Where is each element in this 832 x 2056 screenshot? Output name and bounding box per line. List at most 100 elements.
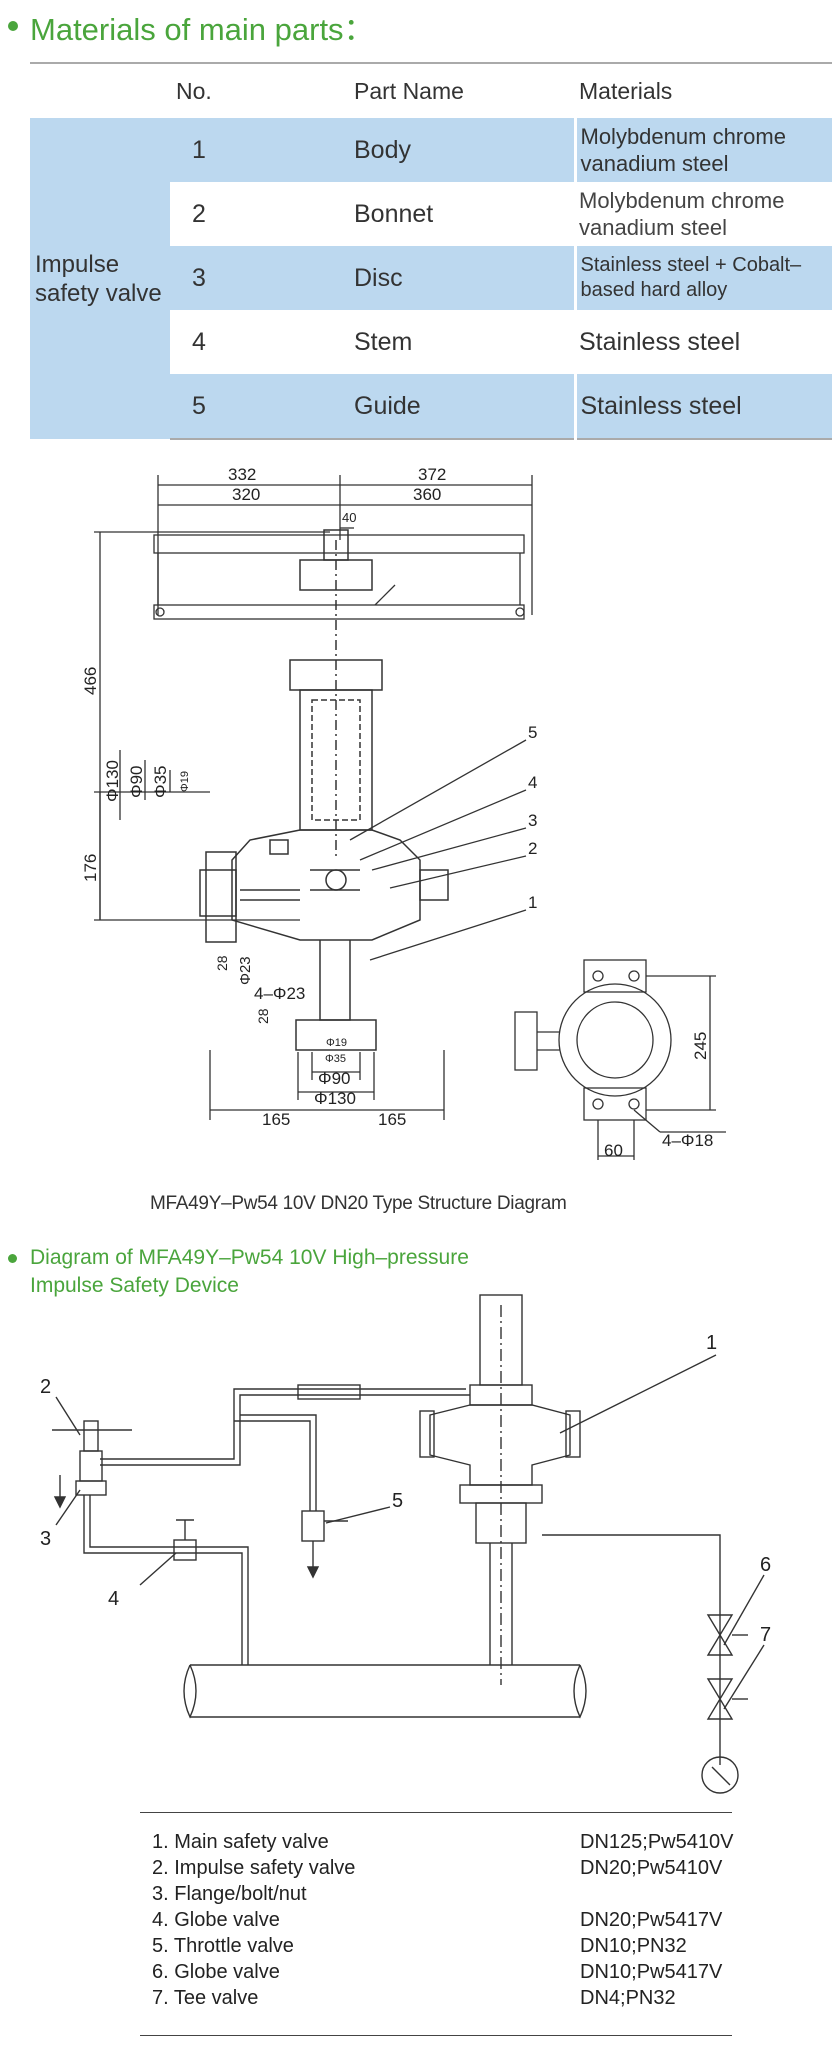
dim-60: 60 [604,1141,623,1160]
dim-phi130: Φ130 [103,760,122,802]
dim-phi90: Φ90 [127,766,146,798]
header-no: No. [176,77,212,104]
schematic-label-6: 6 [760,1554,771,1576]
flange-view: 245 60 4–Φ18 [514,959,726,1160]
valve-body [199,529,449,1051]
dim-bphi19: Φ19 [326,1037,347,1049]
cell-material: Molybdenum chrome vanadium steel [575,182,832,246]
leader-3: 3 [528,811,537,830]
cell-no: 1 [170,118,350,182]
schematic-leaders: 1 2 3 4 5 6 7 [40,1332,771,1710]
drawing-caption: MFA49Y–Pw54 10V DN20 Type Structure Diag… [150,1193,567,1214]
legend-row: 2. Impulse safety valve DN20;Pw5410V [152,1857,732,1883]
cell-part-name: Bonnet [350,182,575,246]
legend-row: 6. Globe valve DN10;Pw5417V [152,1961,732,1987]
device-legend: 1. Main safety valve DN125;Pw5410V 2. Im… [140,1812,734,2036]
section-heading-diagram: Diagram of MFA49Y–Pw54 10V High–pressure… [4,1244,469,1300]
legend-row: 5. Throttle valve DN10;PN32 [152,1935,732,1961]
cell-no: 5 [170,374,350,440]
bottom-dimensions: Φ19 Φ35 Φ90 Φ130 165 165 [209,1037,445,1129]
header-part-name: Part Name [354,77,464,104]
bullet-icon [8,1254,17,1263]
valve-structure-drawing: 332 372 320 360 40 466 176 Φ130 Φ90 Φ35 … [81,465,726,1160]
legend-name: 6. Globe valve [152,1961,280,1983]
diagram-title-line1: Diagram of MFA49Y–Pw54 10V High–pressure [30,1246,469,1269]
legend-name: 3. Flange/bolt/nut [152,1883,307,1905]
dim-b165b: 165 [378,1110,406,1129]
dim-phi35: Φ35 [151,766,170,798]
valves-6-7 [701,1614,748,1794]
cell-part-name: Disc [350,246,575,310]
dim-bphi90: Φ90 [318,1069,350,1088]
legend-name: 1. Main safety valve [152,1831,329,1853]
dim-holes23: 4–Φ23 [254,984,305,1003]
schematic-label-2: 2 [40,1376,51,1398]
schematic-label-4: 4 [108,1588,119,1610]
impulse-safety-valve [52,1420,132,1509]
device-schematic: 1 2 3 4 5 6 7 [40,1294,771,1794]
schematic-label-7: 7 [760,1624,771,1646]
cell-material: Stainless steel + Cobalt–based hard allo… [573,246,832,310]
leader-4: 4 [528,773,537,792]
group-label: Impulse safety valve [30,118,170,439]
legend-spec: DN20;Pw5417V [580,1909,723,1931]
part-leaders: 5 4 3 2 1 [349,723,537,961]
leader-2: 2 [528,839,537,858]
bullet-icon [8,21,18,31]
legend-name: 5. Throttle valve [152,1935,294,1957]
table-row: Impulse safety valve 1 Body Molybdenum c… [30,118,832,439]
cell-material: Stainless steel [575,310,832,374]
legend-spec: DN10;Pw5417V [580,1961,723,1983]
dim-28b: 28 [255,1008,271,1024]
lever-arm [153,534,525,620]
legend-row: 7. Tee valve DN4;PN32 [152,1987,732,2013]
main-pipe [183,1664,587,1719]
legend-name: 4. Globe valve [152,1909,280,1931]
legend-row: 1. Main safety valve DN125;Pw5410V [152,1831,734,1857]
legend-spec: DN4;PN32 [580,1987,676,2009]
left-dimensions: 466 176 Φ130 Φ90 Φ35 Φ19 28 Φ23 4–Φ23 28 [81,531,330,1024]
cell-no: 4 [170,310,350,374]
dim-360: 360 [413,485,441,504]
dim-phi19: Φ19 [179,771,191,792]
schematic-label-3: 3 [40,1528,51,1550]
dim-holes18: 4–Φ18 [662,1131,713,1150]
legend-name: 7. Tee valve [152,1987,259,2009]
dim-332: 332 [228,465,256,484]
dim-bphi130: Φ130 [314,1089,356,1108]
top-dimensions: 332 372 320 360 40 [157,465,533,615]
leader-1: 1 [528,893,537,912]
globe-valve-4 [173,1519,197,1561]
legend-row: 4. Globe valve DN20;Pw5417V [152,1909,732,1935]
section-heading-materials: Materials of main parts： [0,2,375,50]
cell-no: 2 [170,182,350,246]
dim-372: 372 [418,465,446,484]
legend-spec: DN125;Pw5410V [580,1831,734,1853]
impulse-pipeline [83,1384,721,1765]
dim-176: 176 [81,854,100,882]
leader-5: 5 [528,723,537,742]
materials-table: No. Part Name Materials Impulse safety v… [30,62,832,440]
schematic-label-5: 5 [392,1490,403,1512]
section-title: Materials of main parts： [30,11,375,47]
table-row: 4 Stem Stainless steel [30,310,832,374]
table-row: 2 Bonnet Molybdenum chrome vanadium stee… [30,182,832,246]
dim-245: 245 [691,1032,710,1060]
table-row: 5 Guide Stainless steel [30,374,832,440]
cell-no: 3 [170,246,350,310]
dim-40: 40 [342,510,356,525]
dim-b165a: 165 [262,1110,290,1129]
dim-28a: 28 [214,955,230,971]
legend-spec: DN10;PN32 [580,1935,687,1957]
table-header-row: No. Part Name Materials [30,63,832,118]
header-materials: Materials [579,77,673,104]
legend-spec: DN20;Pw5410V [580,1857,723,1879]
cell-material: Molybdenum chrome vanadium steel [573,118,832,182]
cell-part-name: Stem [350,310,575,374]
cell-material: Stainless steel [573,374,832,440]
cell-part-name: Guide [350,374,575,440]
dim-phi23: Φ23 [237,956,254,985]
legend-name: 2. Impulse safety valve [152,1857,356,1879]
diagram-title-line2: Impulse Safety Device [30,1274,239,1297]
legend-row: 3. Flange/bolt/nut [152,1883,732,1909]
